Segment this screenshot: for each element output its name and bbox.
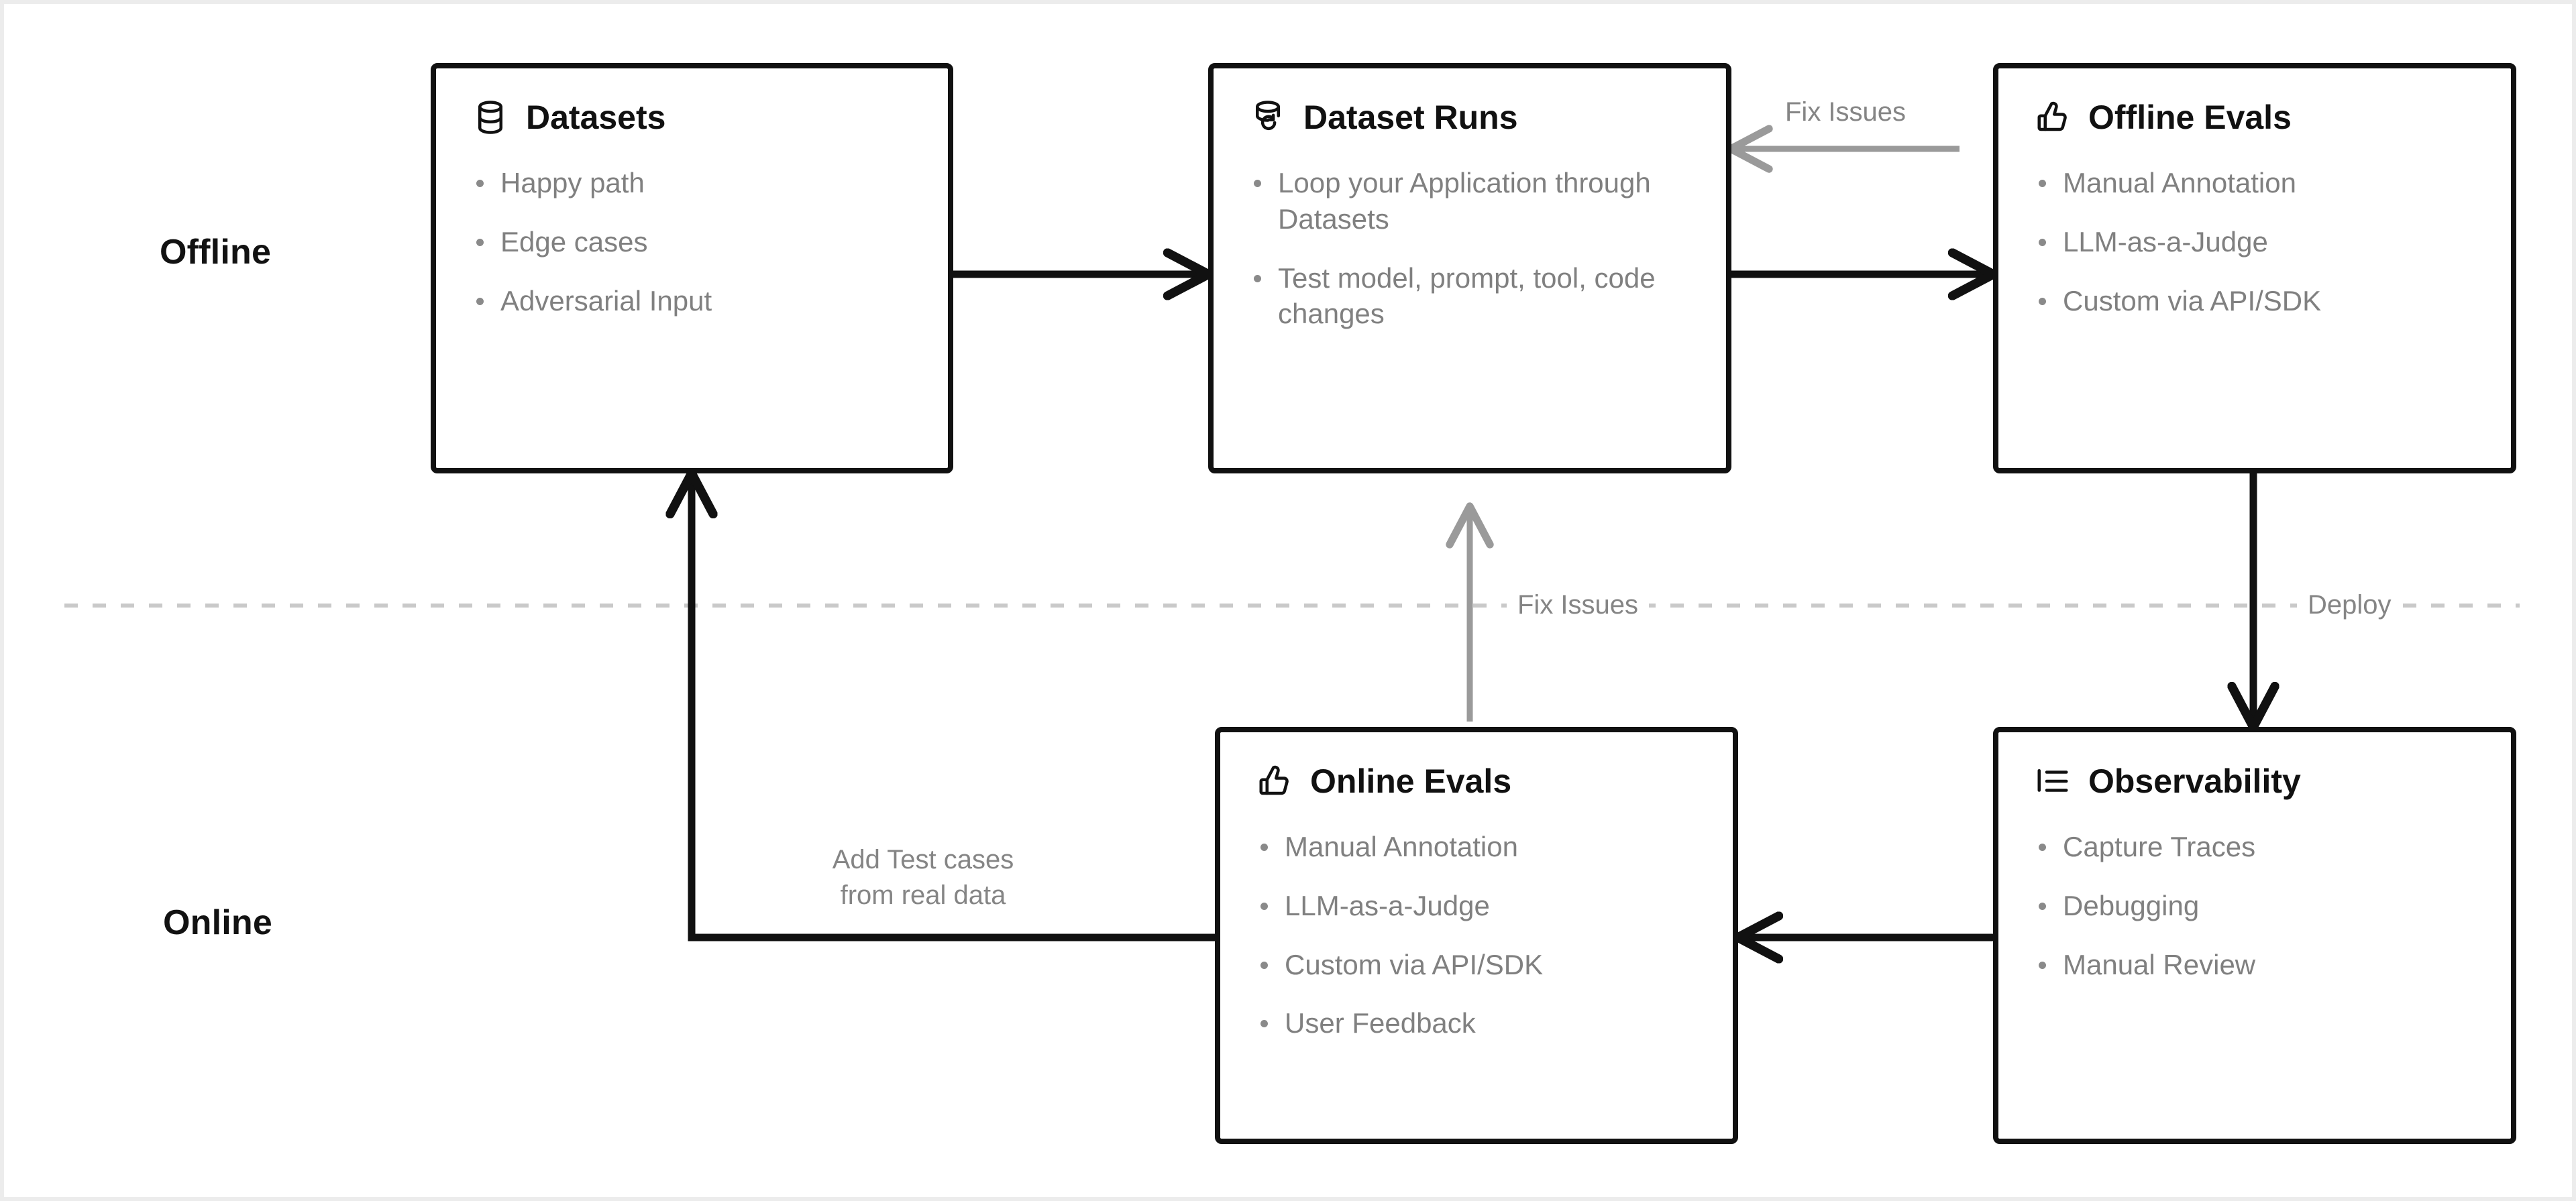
node-datasets-header: Datasets xyxy=(472,99,912,135)
node-observability-bullets: Capture Traces Debugging Manual Review xyxy=(2035,829,2475,982)
divider-label-deploy: Deploy xyxy=(2297,587,2402,623)
node-offline-evals-title: Offline Evals xyxy=(2088,98,2292,136)
node-online-evals-title: Online Evals xyxy=(1310,762,1512,800)
edge-label-add-test-cases: Add Test cases from real data xyxy=(802,842,1044,913)
node-dataset-runs-header: Dataset Runs xyxy=(1250,99,1690,135)
node-dataset-runs[interactable]: Dataset Runs Loop your Application throu… xyxy=(1208,63,1731,473)
node-observability-title: Observability xyxy=(2088,762,2301,800)
node-offline-evals-bullets: Manual Annotation LLM-as-a-Judge Custom … xyxy=(2035,165,2475,319)
list-item: Custom via API/SDK xyxy=(1256,947,1697,983)
thumbs-up-icon xyxy=(2035,99,2071,135)
node-dataset-runs-title: Dataset Runs xyxy=(1303,98,1518,136)
database-icon xyxy=(472,99,508,135)
connector-layer xyxy=(64,125,2520,1201)
node-datasets-title: Datasets xyxy=(526,98,666,136)
divider-label-fix-issues: Fix Issues xyxy=(1507,587,1650,623)
add-test-cases-line-1: Add Test cases xyxy=(832,845,1014,874)
node-datasets-bullets: Happy path Edge cases Adversarial Input xyxy=(472,165,912,319)
thumbs-up-icon xyxy=(1256,763,1293,799)
list-item: Debugging xyxy=(2035,888,2475,924)
node-online-evals[interactable]: Online Evals Manual Annotation LLM-as-a-… xyxy=(1215,727,1738,1144)
list-item: Happy path xyxy=(472,165,912,201)
node-offline-evals[interactable]: Offline Evals Manual Annotation LLM-as-a… xyxy=(1993,63,2516,473)
list-item: Test model, prompt, tool, code changes xyxy=(1250,260,1690,333)
list-item: LLM-as-a-Judge xyxy=(2035,224,2475,260)
node-online-evals-bullets: Manual Annotation LLM-as-a-Judge Custom … xyxy=(1256,829,1697,1041)
node-observability[interactable]: Observability Capture Traces Debugging M… xyxy=(1993,727,2516,1144)
list-item: Manual Annotation xyxy=(2035,165,2475,201)
list-item: Edge cases xyxy=(472,224,912,260)
phase-label-online: Online xyxy=(163,903,272,942)
node-datasets[interactable]: Datasets Happy path Edge cases Adversari… xyxy=(431,63,953,473)
list-item: LLM-as-a-Judge xyxy=(1256,888,1697,924)
list-tree-icon xyxy=(2035,763,2071,799)
add-test-cases-line-2: from real data xyxy=(840,880,1006,910)
list-item: User Feedback xyxy=(1256,1005,1697,1041)
node-observability-header: Observability xyxy=(2035,763,2475,799)
list-item: Custom via API/SDK xyxy=(2035,283,2475,319)
list-item: Capture Traces xyxy=(2035,829,2475,865)
node-online-evals-header: Online Evals xyxy=(1256,763,1697,799)
node-dataset-runs-bullets: Loop your Application through Datasets T… xyxy=(1250,165,1690,332)
edge-online-evals-to-datasets xyxy=(692,477,1215,941)
phase-label-offline: Offline xyxy=(160,233,272,272)
list-item: Manual Annotation xyxy=(1256,829,1697,865)
edge-label-fix-issues-top: Fix Issues xyxy=(1785,97,1907,127)
database-refresh-icon xyxy=(1250,99,1286,135)
list-item: Manual Review xyxy=(2035,947,2475,983)
list-item: Adversarial Input xyxy=(472,283,912,319)
node-offline-evals-header: Offline Evals xyxy=(2035,99,2475,135)
list-item: Loop your Application through Datasets xyxy=(1250,165,1690,237)
